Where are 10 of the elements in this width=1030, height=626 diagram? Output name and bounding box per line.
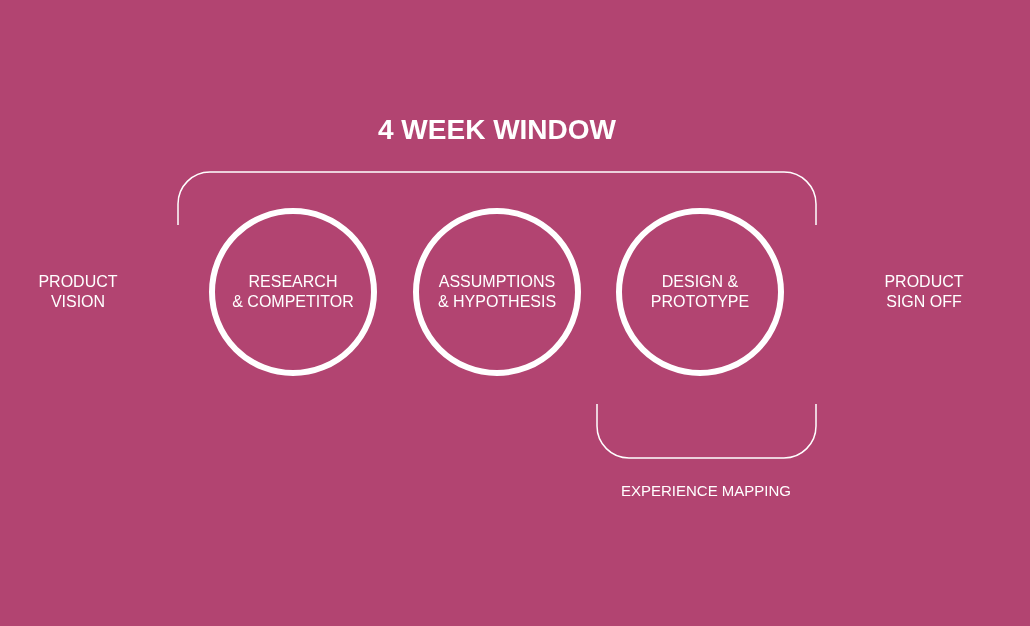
phase-label: EXPERIENCE MAPPING (619, 481, 792, 501)
stage-circle (616, 208, 784, 376)
stage-label: RESEARCH & COMPETITOR (232, 272, 354, 312)
stage-circle (413, 208, 581, 376)
title: 4 WEEK WINDOW (377, 114, 617, 146)
milestone-label: PRODUCT VISION (37, 272, 119, 312)
stage-circle (209, 208, 377, 376)
stage-label: ASSUMPTIONS & HYPOTHESIS (437, 272, 557, 312)
milestone-label: PRODUCT SIGN OFF (883, 272, 965, 312)
stage-label: DESIGN & PROTOTYPE (650, 272, 750, 312)
